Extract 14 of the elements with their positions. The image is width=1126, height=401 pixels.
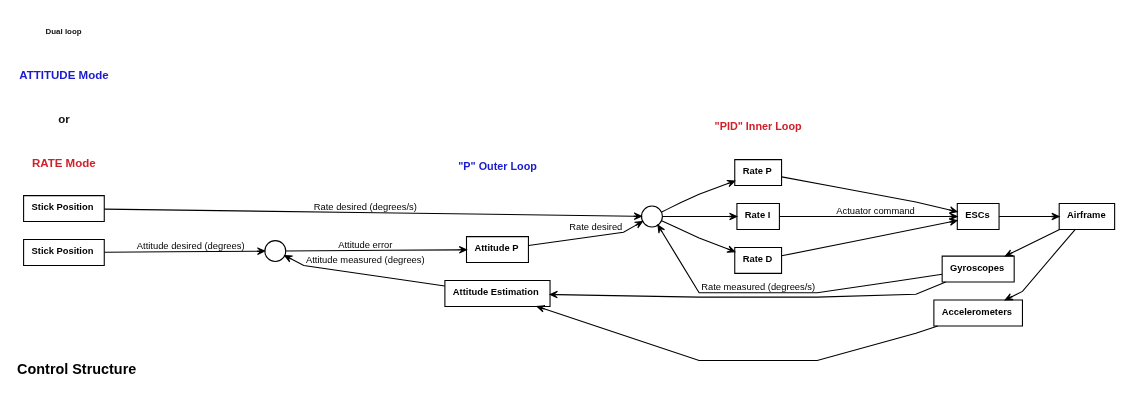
diagram-title: Control Structure xyxy=(17,360,137,377)
edge-label: Rate desired (degrees/s) xyxy=(313,201,417,212)
label: ATTITUDE Mode xyxy=(19,68,109,81)
edge-label: Rate measured (degrees/s) xyxy=(701,281,816,292)
label: "PID" Inner Loop xyxy=(714,119,802,132)
edge-label: Attitude desired (degrees) xyxy=(136,240,245,251)
edge-label: Attitude measured (degrees) xyxy=(306,254,425,265)
label: "P" Outer Loop xyxy=(458,159,537,172)
label: Dual loop xyxy=(45,26,82,36)
edge-label: Actuator command xyxy=(836,205,915,216)
edge-label: Rate desired xyxy=(569,221,623,232)
edge-label: Attitude error xyxy=(338,239,393,250)
label: RATE Mode xyxy=(31,156,96,169)
label: or xyxy=(58,112,70,125)
